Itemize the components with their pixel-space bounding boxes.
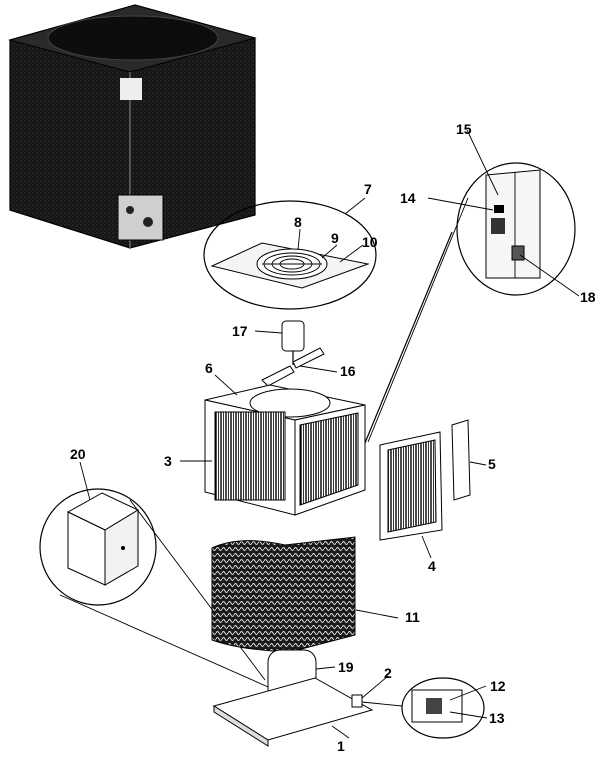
callout-16: 16 <box>340 363 356 379</box>
callout-8: 8 <box>294 214 302 230</box>
top-panel-inset <box>203 200 377 310</box>
cabinet-assembly <box>204 384 366 516</box>
callout-6: 6 <box>205 360 213 376</box>
callout-19: 19 <box>338 659 354 675</box>
compressor-inset <box>39 488 276 691</box>
condenser-coil <box>211 536 356 653</box>
corner-panel <box>451 419 471 501</box>
callout-10: 10 <box>362 234 378 250</box>
callout-1: 1 <box>337 738 345 754</box>
callout-17: 17 <box>232 323 248 339</box>
callout-20: 20 <box>70 446 86 462</box>
callout-2: 2 <box>384 665 392 681</box>
service-valve <box>351 694 363 708</box>
callout-14: 14 <box>400 190 416 206</box>
base-pan <box>212 677 374 747</box>
callout-9: 9 <box>331 230 339 246</box>
callout-11: 11 <box>405 609 420 625</box>
callout-18: 18 <box>580 289 596 305</box>
callout-12: 12 <box>490 678 506 694</box>
valve-inset <box>361 677 485 739</box>
callout-4: 4 <box>428 558 436 574</box>
control-box-inset <box>359 162 576 456</box>
assembled-unit-illustration <box>8 4 257 249</box>
callout-3: 3 <box>164 453 172 469</box>
side-panel <box>379 431 443 541</box>
callout-7: 7 <box>364 181 372 197</box>
callout-13: 13 <box>489 710 505 726</box>
callout-15: 15 <box>456 121 472 137</box>
fan-motor-and-blade <box>261 320 325 387</box>
leader-lines <box>79 129 580 739</box>
callout-5: 5 <box>488 456 496 472</box>
